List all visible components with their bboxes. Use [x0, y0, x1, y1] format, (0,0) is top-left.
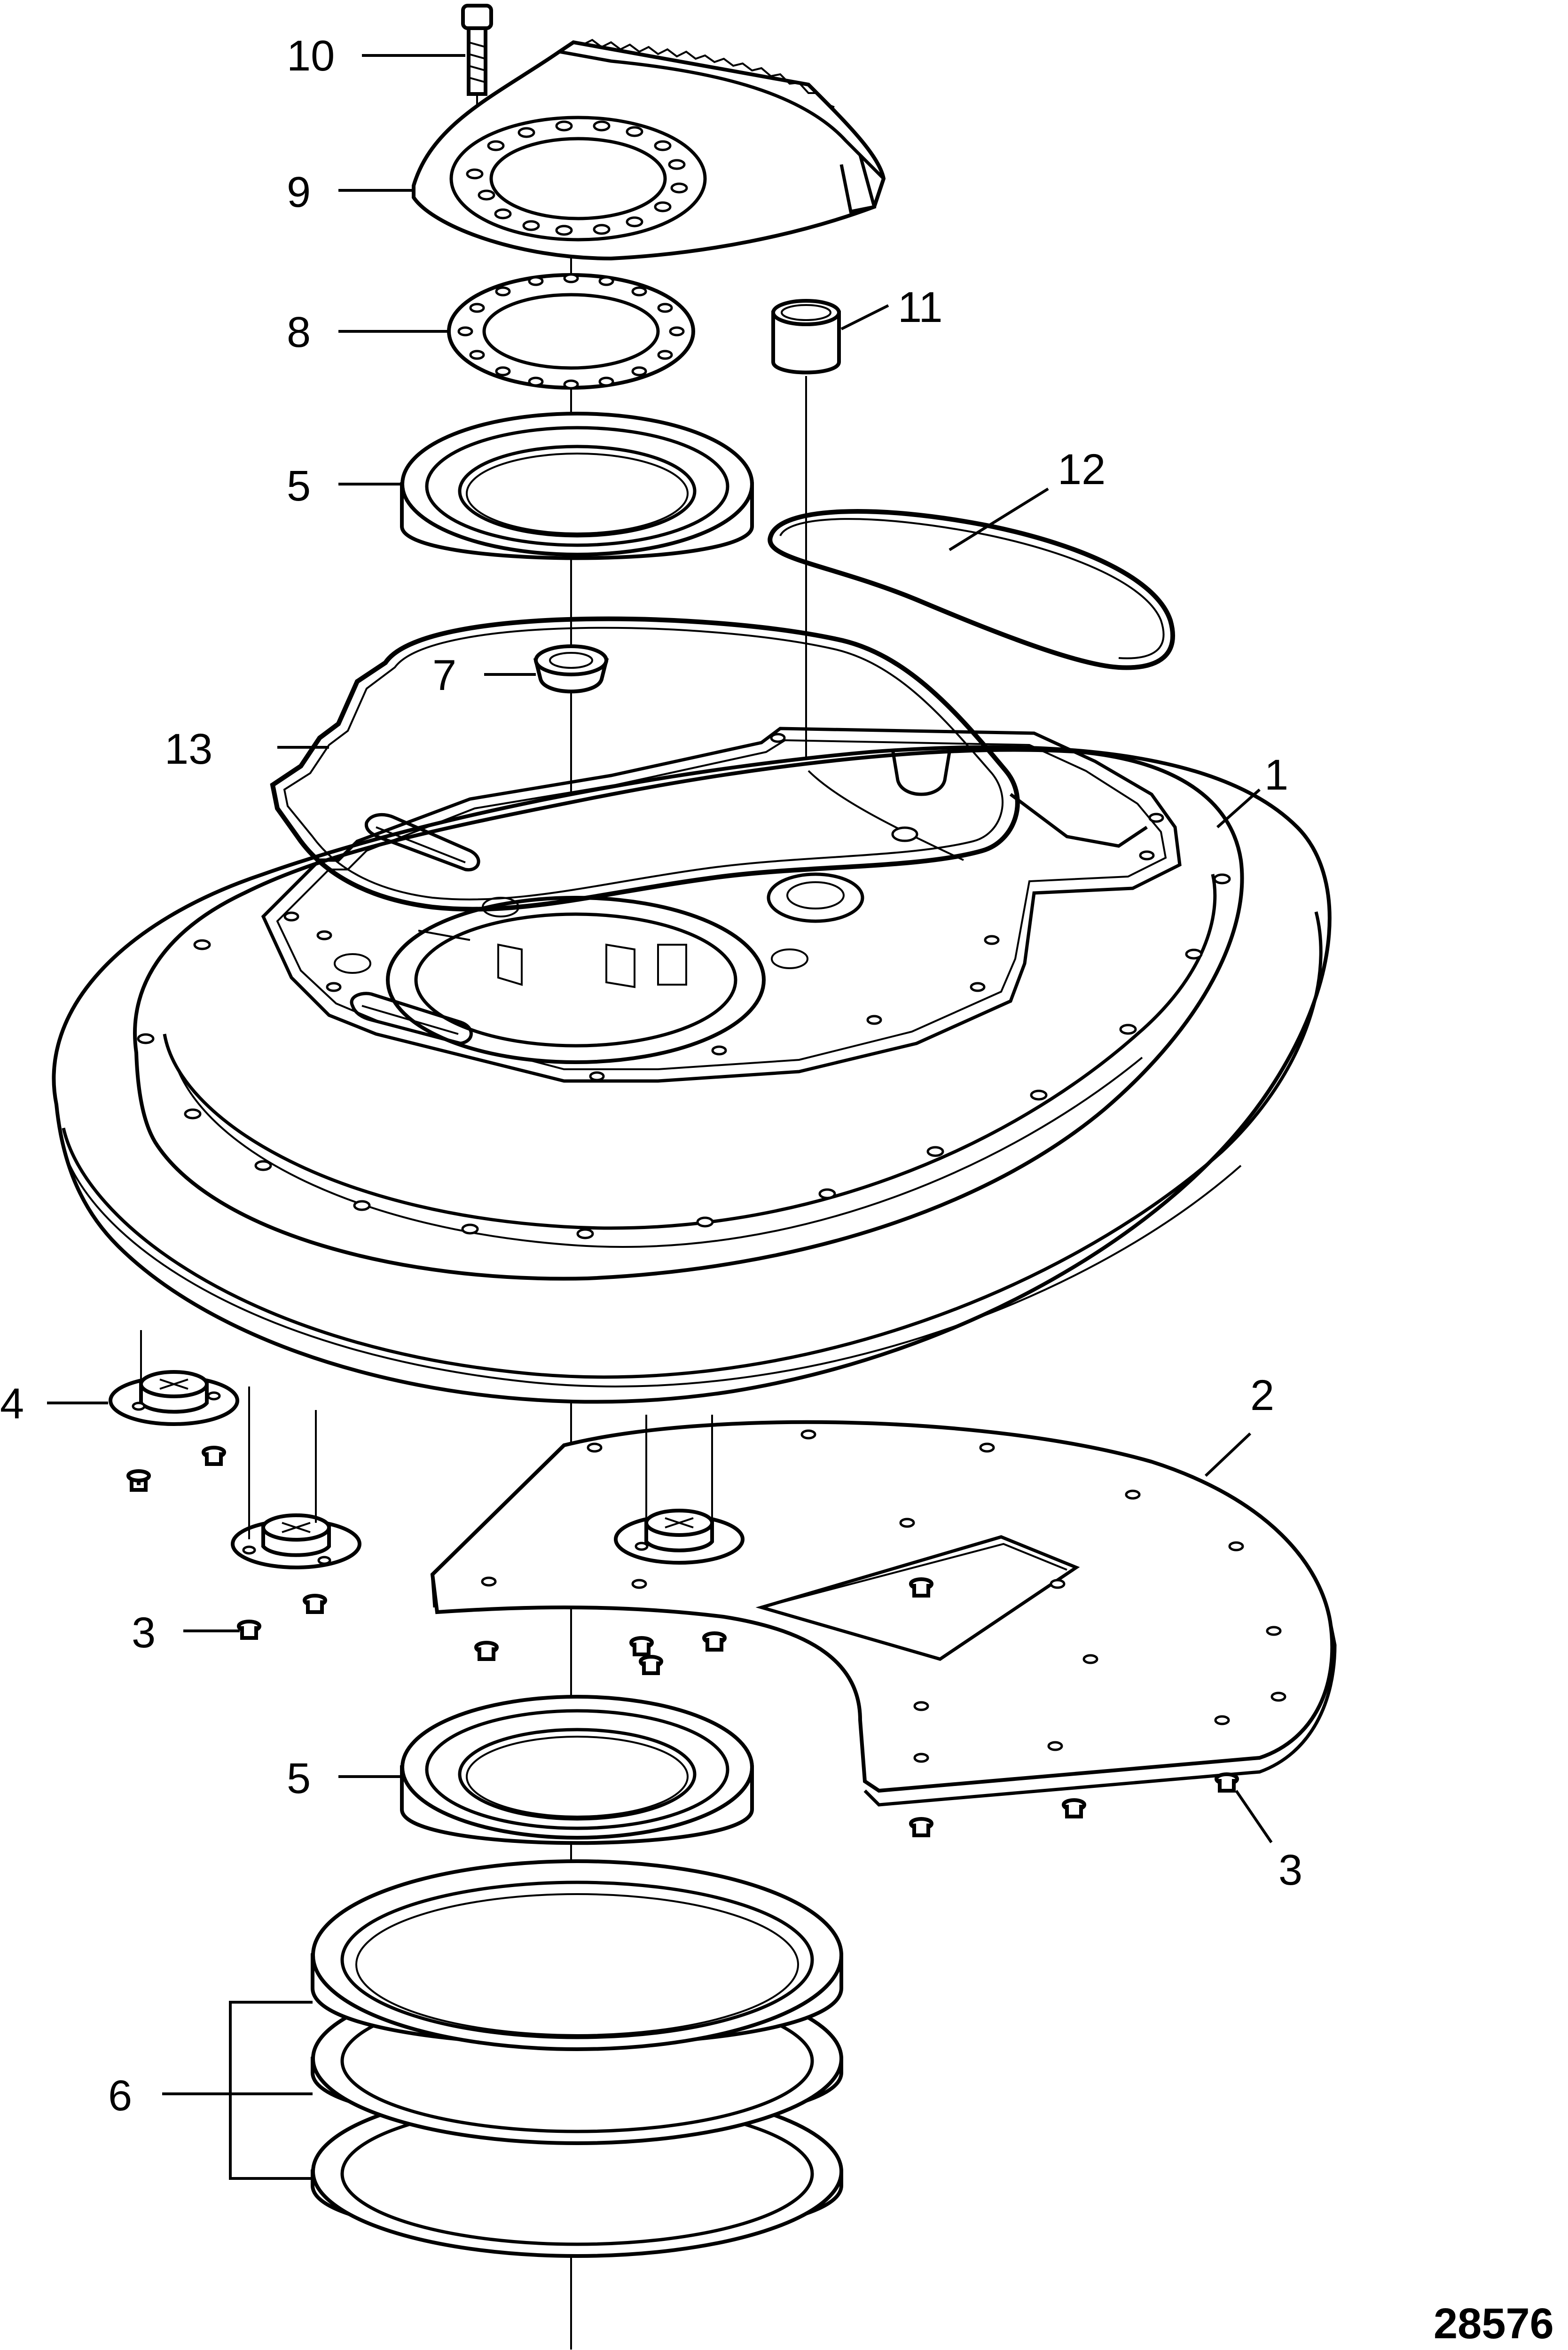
callout-8: 8 — [287, 308, 311, 356]
callout-10: 10 — [287, 32, 335, 80]
part-9-gear-plate — [412, 39, 886, 261]
callout-6: 6 — [108, 2072, 132, 2120]
part-13-gasket — [270, 616, 1020, 912]
callout-9: 9 — [287, 168, 311, 216]
part-8-thrust-washer — [447, 273, 695, 390]
callout-3-right: 3 — [1278, 1846, 1302, 1894]
part-4-bearing-caps — [109, 1330, 745, 1569]
callout-1: 1 — [1264, 751, 1288, 799]
callout-13: 13 — [165, 725, 212, 773]
part-7-grommet — [533, 644, 609, 694]
callout-leaders — [47, 54, 1273, 2180]
callout-5-lower: 5 — [287, 1755, 311, 1802]
part-12-o-ring — [768, 509, 1175, 670]
part-6-ring-set — [311, 1859, 843, 2258]
part-5-seal-lower — [400, 1695, 754, 1845]
part-3-screws — [126, 1446, 1239, 1837]
callout-2: 2 — [1250, 1371, 1274, 1419]
callout-11: 11 — [898, 283, 943, 331]
callout-12: 12 — [1058, 446, 1105, 494]
callout-7: 7 — [432, 651, 456, 699]
callout-5-upper: 5 — [287, 462, 311, 510]
part-1-housing — [52, 727, 1332, 1404]
figure-number: 28576 — [1434, 2300, 1554, 2348]
callout-4: 4 — [0, 1380, 24, 1428]
callout-3-left: 3 — [132, 1609, 156, 1657]
callout-labels: 10 9 8 11 5 12 7 13 1 4 2 3 5 3 6 28576 — [0, 32, 1554, 2348]
part-5-seal-upper — [400, 412, 754, 560]
